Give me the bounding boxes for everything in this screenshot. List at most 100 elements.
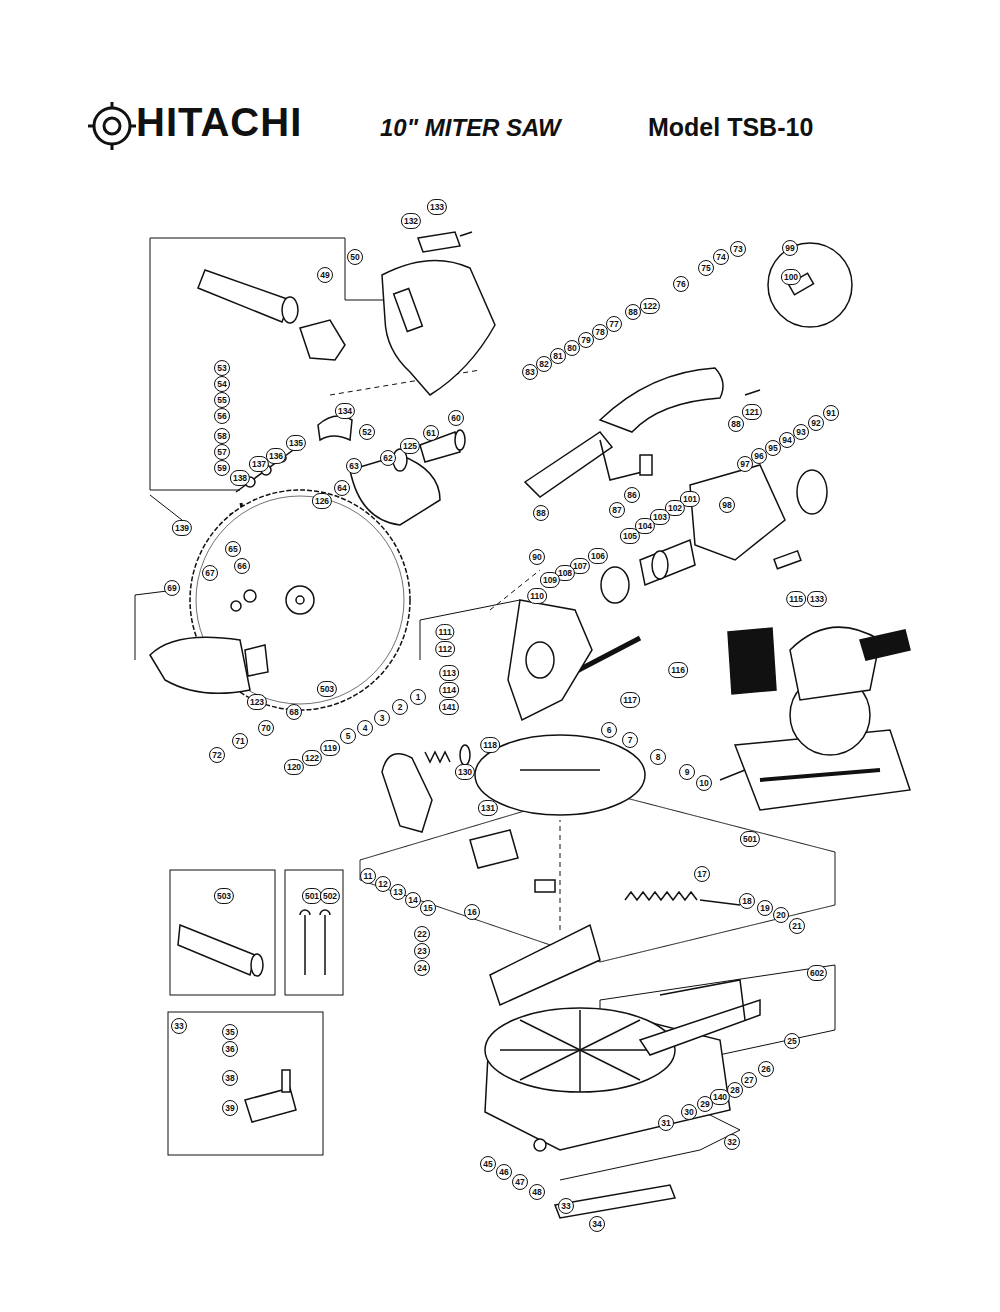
callout-number: 67 — [202, 565, 218, 581]
callout-number: 57 — [214, 444, 230, 460]
group-outline — [285, 870, 343, 995]
callout-number: 90 — [529, 549, 545, 565]
dust-bag — [198, 270, 345, 360]
callout-number: 69 — [164, 580, 180, 596]
group-outline — [420, 600, 520, 620]
logo — [111, 144, 114, 150]
callout-number: 47 — [512, 1174, 528, 1190]
assembled-saw — [720, 770, 745, 780]
handle — [745, 390, 760, 395]
callout-number: 25 — [784, 1033, 800, 1049]
callout-number: 8 — [650, 749, 666, 765]
turntable — [470, 830, 518, 868]
callout-number: 118 — [480, 737, 500, 753]
callout-number: 49 — [317, 267, 333, 283]
base — [520, 1020, 640, 1080]
callout-number: 60 — [448, 410, 464, 426]
base — [520, 1020, 640, 1080]
callout-number: 29 — [697, 1096, 713, 1112]
callout-number: 133 — [807, 591, 827, 607]
callout-number: 64 — [334, 480, 350, 496]
callout-number: 97 — [737, 456, 753, 472]
callout-number: 141 — [439, 699, 459, 715]
callout-number: 135 — [286, 435, 306, 451]
callout-number: 15 — [420, 900, 436, 916]
dust-bag — [198, 270, 290, 322]
callout-number: 27 — [741, 1072, 757, 1088]
handle — [525, 432, 612, 497]
group-outline — [360, 790, 835, 962]
guard-parts — [318, 416, 352, 440]
callout-number: 63 — [346, 458, 362, 474]
callout-number: 17 — [694, 866, 710, 882]
upper-guard — [382, 260, 495, 395]
inset-parts — [178, 910, 330, 1122]
group-outline — [560, 820, 561, 930]
callout-number: 13 — [390, 884, 406, 900]
arm-casting — [526, 642, 554, 678]
title: 10" MITER SAW — [380, 114, 561, 142]
upper-guard — [460, 232, 472, 236]
callout-number: 111 — [435, 624, 454, 640]
callout-number: 58 — [214, 428, 230, 444]
callout-number: 92 — [808, 415, 824, 431]
callout-number: 88 — [625, 304, 641, 320]
assembled-saw — [860, 630, 910, 660]
arm-casting — [382, 754, 432, 832]
callout-number: 98 — [719, 497, 735, 513]
callout-number: 114 — [439, 682, 459, 698]
base — [640, 1000, 760, 1055]
arm-casting — [508, 600, 592, 720]
callout-number: 48 — [529, 1184, 545, 1200]
assembled-saw — [728, 628, 776, 694]
arm-casting — [425, 752, 450, 762]
callout-number: 99 — [782, 240, 798, 256]
callout-number: 20 — [773, 907, 789, 923]
upper-guard — [382, 232, 495, 395]
callout-number: 503 — [214, 888, 234, 904]
inset-parts — [178, 925, 255, 975]
group-outline — [135, 595, 136, 660]
callout-number: 26 — [758, 1061, 774, 1077]
callout-number: 61 — [423, 425, 439, 441]
callout-number: 3 — [374, 710, 390, 726]
callout-number: 32 — [724, 1134, 740, 1150]
callout-number: 106 — [588, 548, 608, 564]
callout-number: 54 — [214, 376, 230, 392]
logo — [88, 102, 136, 150]
callout-number: 21 — [789, 918, 805, 934]
callout-number: 71 — [232, 733, 248, 749]
callout-number: 137 — [249, 456, 269, 472]
callout-number: 87 — [609, 502, 625, 518]
callout-number: 502 — [320, 888, 340, 904]
callout-number: 73 — [730, 241, 746, 257]
callout-number: 38 — [222, 1070, 238, 1086]
turntable — [520, 769, 600, 771]
callout-number: 125 — [400, 438, 420, 454]
callout-number: 46 — [496, 1164, 512, 1180]
blade-guard — [244, 590, 256, 602]
group-outline — [170, 870, 275, 995]
blade-guard — [150, 430, 465, 693]
motor — [690, 465, 785, 560]
lock-rod — [625, 892, 740, 905]
callout-number: 7 — [622, 732, 638, 748]
callout-number: 66 — [234, 558, 250, 574]
callout-number: 45 — [480, 1156, 496, 1172]
callout-number: 76 — [673, 276, 689, 292]
callout-number: 501 — [740, 831, 760, 847]
blade-guard — [150, 637, 250, 693]
callout-number: 35 — [222, 1024, 238, 1040]
callout-number: 602 — [807, 965, 827, 981]
callout-number: 117 — [620, 692, 640, 708]
callout-number: 120 — [284, 759, 304, 775]
callout-number: 139 — [172, 520, 192, 536]
model-number: Model TSB-10 — [648, 113, 813, 142]
turntable — [470, 735, 645, 892]
callout-number: 74 — [713, 249, 729, 265]
callout-number: 23 — [414, 943, 430, 959]
dust-bag — [282, 297, 298, 323]
logo — [88, 125, 94, 128]
group-outline — [420, 620, 421, 660]
